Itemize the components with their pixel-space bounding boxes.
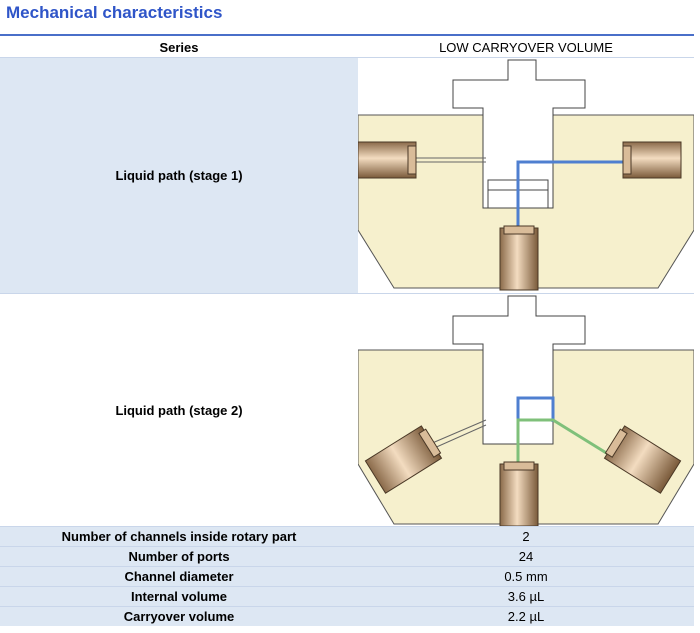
header-label: Series <box>159 39 199 55</box>
spec-value: 24 <box>518 549 534 564</box>
spec-label: Channel diameter <box>124 569 234 584</box>
spec-value: 0.5 mm <box>504 569 548 584</box>
header-value: LOW CARRYOVER VOLUME <box>439 39 613 55</box>
spec-row: Number of ports 24 <box>0 547 694 567</box>
image-row-stage-1: Liquid path (stage 1) <box>0 58 694 294</box>
header-row: Series LOW CARRYOVER VOLUME <box>0 37 694 58</box>
spec-label: Number of ports <box>128 549 230 564</box>
spec-row: Carryover volume 2.2 µL <box>0 607 694 626</box>
spec-value: 2.2 µL <box>507 609 545 624</box>
spec-value: 3.6 µL <box>507 589 545 604</box>
spec-row: Number of channels inside rotary part 2 <box>0 527 694 547</box>
stage-1-label: Liquid path (stage 1) <box>115 168 243 183</box>
spec-value: 2 <box>522 529 530 544</box>
spec-label: Internal volume <box>130 589 228 604</box>
image-row-stage-2: Liquid path (stage 2) <box>0 294 694 527</box>
spec-label: Number of channels inside rotary part <box>61 529 297 544</box>
stage-2-label: Liquid path (stage 2) <box>115 402 243 418</box>
stage-2-valve-illustration <box>358 295 694 526</box>
stage-2-image-cell <box>358 294 694 526</box>
title-rule <box>0 34 694 36</box>
stage-1-image-cell <box>358 58 694 293</box>
section-title: Mechanical characteristics <box>6 3 223 22</box>
spec-row: Internal volume 3.6 µL <box>0 587 694 607</box>
spec-row: Channel diameter 0.5 mm <box>0 567 694 587</box>
stage-1-valve-illustration <box>358 58 694 293</box>
spec-label: Carryover volume <box>123 609 235 624</box>
